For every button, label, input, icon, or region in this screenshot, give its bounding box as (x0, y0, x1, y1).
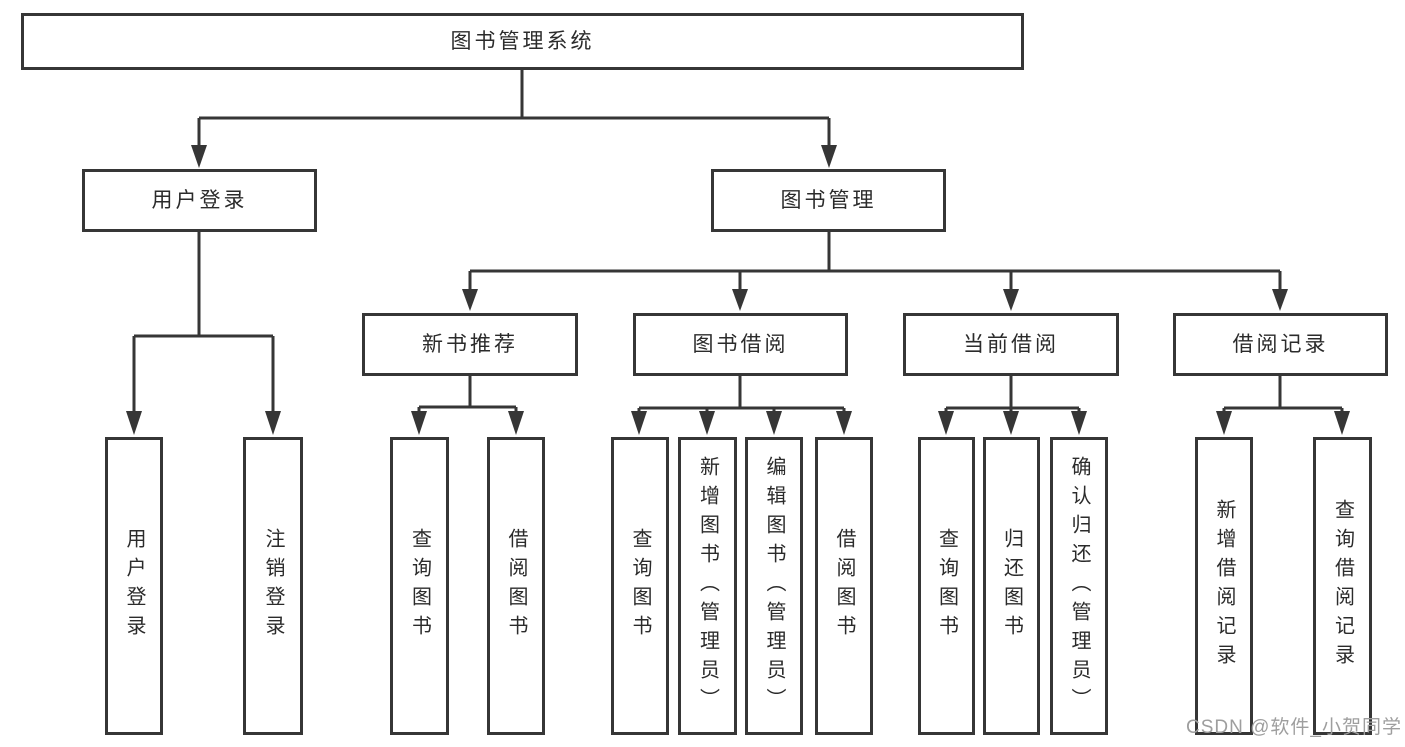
node-label: 当前借阅 (963, 333, 1059, 356)
node-label: 查询图书 (935, 528, 958, 644)
node-book-borrow: 图书借阅 (633, 313, 848, 376)
leaf-query-borrow-record: 查询借阅记录 (1313, 437, 1372, 735)
node-label: 新增图书（管理员） (696, 455, 719, 717)
node-label: 用户登录 (151, 189, 248, 212)
node-label: 借阅图书 (505, 528, 527, 644)
node-label: 图书借阅 (692, 333, 789, 356)
leaf-query-book-borrow: 查询图书 (611, 437, 669, 735)
connector-shafts (132, 70, 1344, 414)
node-label: 图书管理系统 (450, 30, 595, 53)
leaf-return-book: 归还图书 (983, 437, 1040, 735)
node-label: 注销登录 (262, 528, 284, 644)
node-current-borrow: 当前借阅 (903, 313, 1119, 376)
node-book-management-module: 图书管理 (711, 169, 946, 232)
node-label: 归还图书 (1000, 528, 1023, 644)
connector-current-borrow-branch (944, 376, 1081, 414)
connector-new-book-branch (417, 376, 518, 414)
node-user-login-module: 用户登录 (82, 169, 317, 232)
csdn-watermark: CSDN @软件_小贺同学 (1186, 717, 1402, 738)
leaf-add-borrow-record: 新增借阅记录 (1195, 437, 1253, 735)
connector-book-mgmt-branch (468, 232, 1282, 291)
node-label: 查询图书 (629, 528, 651, 644)
node-label: 借阅图书 (833, 528, 855, 644)
connector-book-borrow-branch (637, 376, 846, 414)
node-label: 新书推荐 (422, 333, 518, 356)
leaf-user-login: 用户登录 (105, 437, 163, 735)
node-label: 新增借阅记录 (1213, 499, 1235, 673)
leaf-confirm-return-admin: 确认归还（管理员） (1050, 437, 1108, 735)
connector-borrow-records-branch (1222, 376, 1344, 414)
leaf-add-book-admin: 新增图书（管理员） (678, 437, 737, 735)
leaf-edit-book-admin: 编辑图书（管理员） (745, 437, 803, 735)
leaf-query-book-current: 查询图书 (918, 437, 975, 735)
leaf-query-book-recommend: 查询图书 (390, 437, 449, 735)
node-label: 确认归还（管理员） (1068, 455, 1090, 717)
node-label: 图书管理 (780, 189, 877, 212)
leaf-logout: 注销登录 (243, 437, 303, 735)
connector-user-login-branch (132, 232, 275, 413)
arrowhead-icons (126, 145, 1350, 435)
node-borrow-records: 借阅记录 (1173, 313, 1388, 376)
node-label: 编辑图书（管理员） (763, 455, 785, 717)
node-new-book-recommend: 新书推荐 (362, 313, 578, 376)
node-label: 借阅记录 (1232, 333, 1329, 356)
leaf-borrow-book: 借阅图书 (815, 437, 873, 735)
node-root: 图书管理系统 (21, 13, 1024, 70)
node-label: 查询借阅记录 (1331, 499, 1354, 673)
node-label: 查询图书 (408, 528, 431, 644)
connector-root (197, 70, 831, 146)
leaf-borrow-book-recommend: 借阅图书 (487, 437, 545, 735)
node-label: 用户登录 (123, 528, 145, 644)
